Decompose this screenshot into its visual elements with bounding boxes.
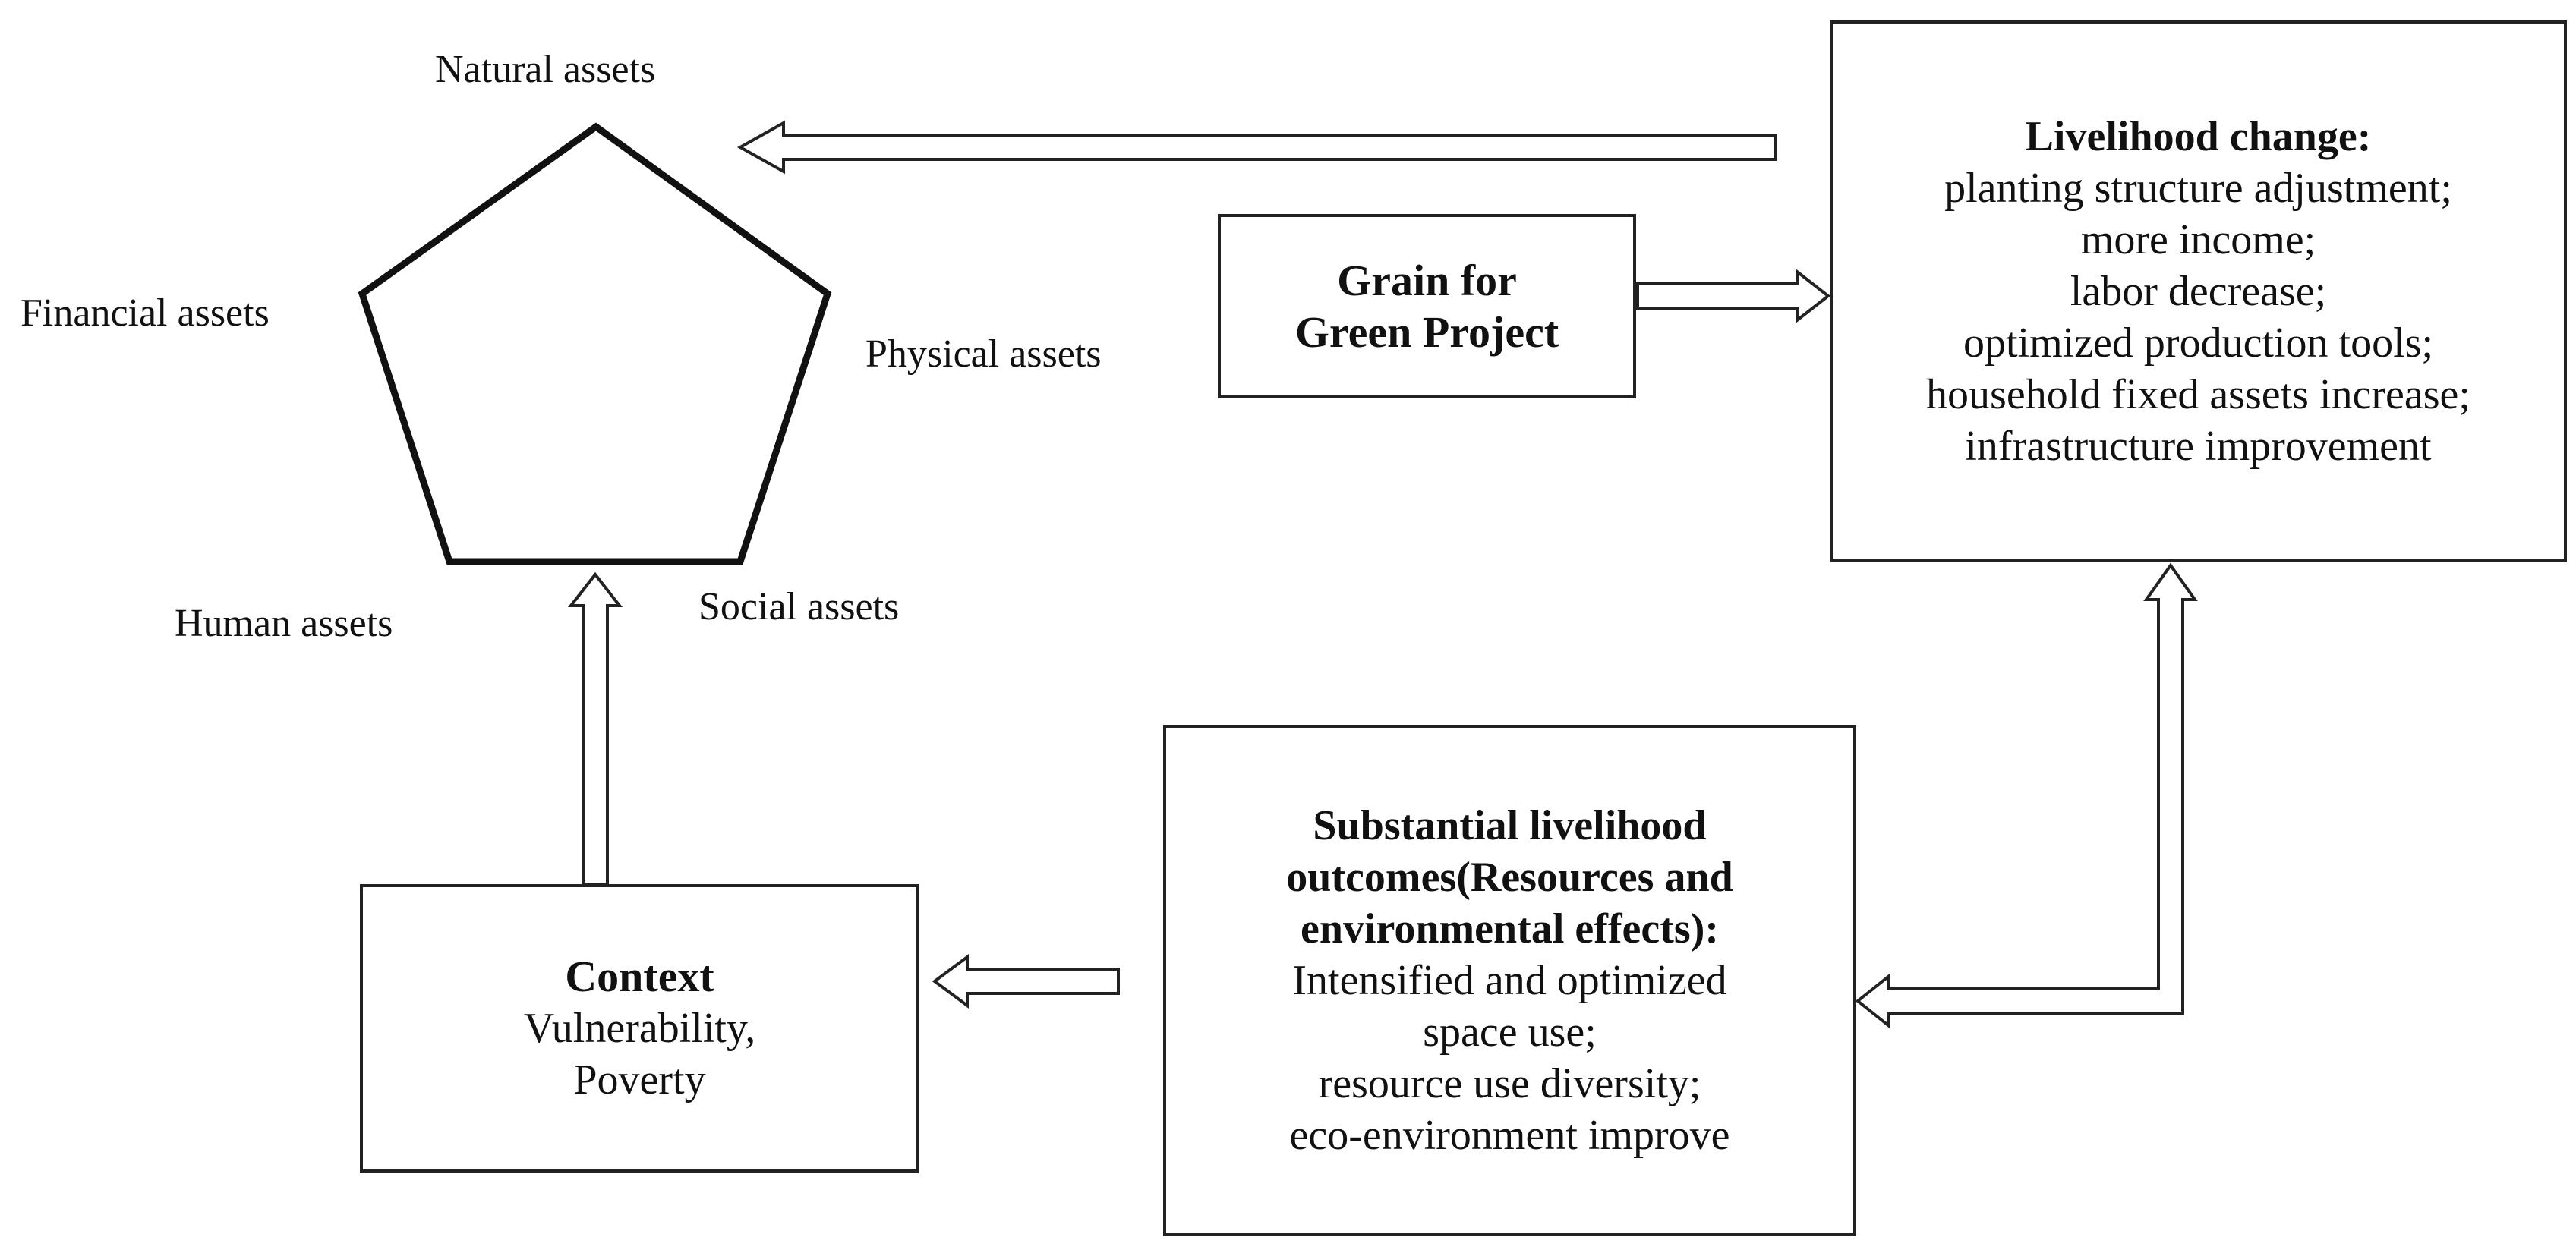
- outcomes-title-line: environmental effects):: [1300, 905, 1719, 952]
- asset-pentagon: [358, 122, 832, 565]
- livelihood-change-item: household fixed assets increase;: [1926, 371, 2470, 418]
- arrow-livelihood-to-assets: [736, 120, 1777, 175]
- physical-assets-label: Physical assets: [865, 332, 1102, 376]
- outcomes-title-line: Substantial livelihood: [1313, 802, 1707, 849]
- context-item: Poverty: [573, 1056, 706, 1103]
- livelihood-change-item: labor decrease;: [2070, 268, 2327, 315]
- human-assets-label: Human assets: [175, 602, 393, 645]
- context-box: Context Vulnerability, Poverty: [360, 884, 919, 1173]
- outcomes-item: space use;: [1423, 1009, 1597, 1056]
- livelihood-change-box: Livelihood change: planting structure ad…: [1830, 20, 2567, 562]
- livelihood-change-item: planting structure adjustment;: [1944, 165, 2452, 212]
- arrow-outcomes-to-context: [932, 954, 1120, 1009]
- arrow-grain-to-livelihood: [1636, 268, 1831, 324]
- livelihood-change-item: optimized production tools;: [1963, 320, 2434, 367]
- outcomes-title-line: outcomes(Resources and: [1286, 854, 1733, 901]
- context-title: Context: [565, 952, 714, 1001]
- social-assets-label: Social assets: [698, 585, 900, 628]
- livelihood-change-title: Livelihood change:: [2025, 113, 2372, 160]
- grain-box-title-line: Green Project: [1294, 307, 1559, 357]
- livelihood-change-item: infrastructure improvement: [1965, 423, 2432, 470]
- outcomes-item: resource use diversity;: [1318, 1060, 1701, 1107]
- grain-box-title-line: Grain for: [1337, 255, 1517, 305]
- context-item: Vulnerability,: [523, 1005, 756, 1052]
- livelihood-change-item: more income;: [2080, 216, 2316, 263]
- outcomes-item: Intensified and optimized: [1292, 957, 1727, 1004]
- financial-assets-label: Financial assets: [20, 291, 270, 335]
- outcomes-item: eco-environment improve: [1289, 1112, 1730, 1159]
- livelihood-outcomes-box: Substantial livelihood outcomes(Resource…: [1163, 725, 1856, 1236]
- grain-for-green-box: Grain for Green Project: [1218, 214, 1636, 398]
- natural-assets-label: Natural assets: [435, 48, 656, 91]
- arrow-context-to-assets: [567, 571, 623, 886]
- arrow-livelihood-outcomes-feedback: [1855, 562, 2198, 1029]
